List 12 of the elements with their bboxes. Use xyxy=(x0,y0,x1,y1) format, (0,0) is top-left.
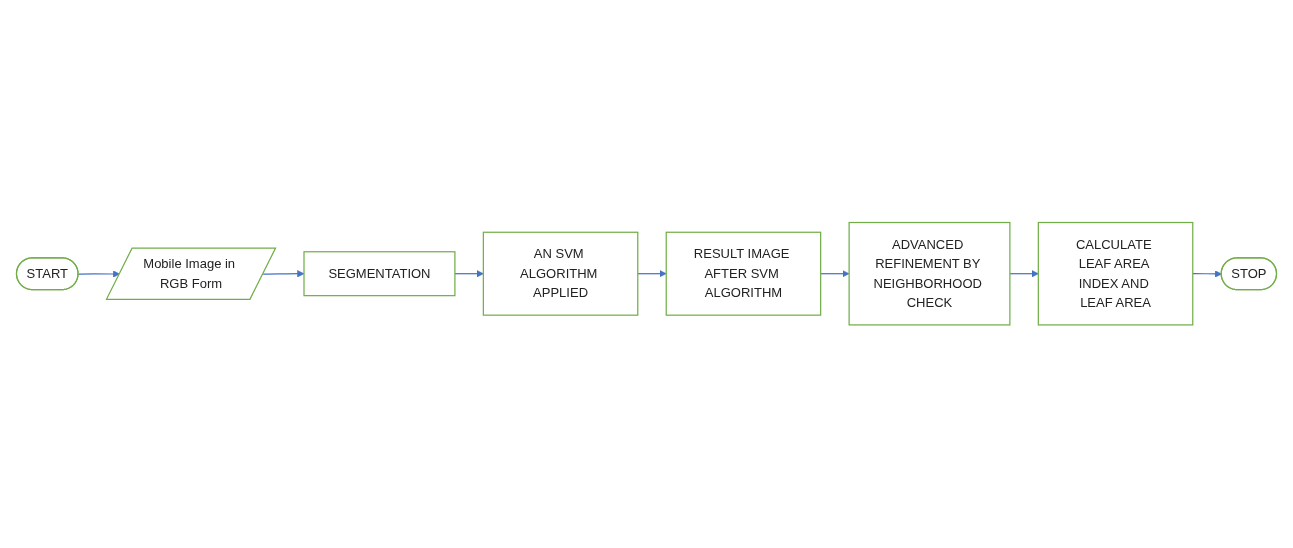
arrow xyxy=(820,270,850,278)
arrow xyxy=(1009,270,1039,278)
arrow xyxy=(77,270,120,278)
node-box: ADVANCED REFINEMENT BY NEIGHBORHOOD CHECK xyxy=(848,222,1011,326)
arrow xyxy=(637,270,667,278)
node-box: RESULT IMAGE AFTER SVM ALGORITHM xyxy=(665,231,822,317)
node-box: SEGMENTATION xyxy=(303,251,456,297)
arrow xyxy=(454,270,484,278)
node-box: CALCULATE LEAF AREA INDEX AND LEAF AREA xyxy=(1037,222,1194,326)
arrow xyxy=(262,270,305,278)
arrow xyxy=(1192,270,1222,278)
node-box: AN SVM ALGORITHM APPLIED xyxy=(482,231,639,317)
